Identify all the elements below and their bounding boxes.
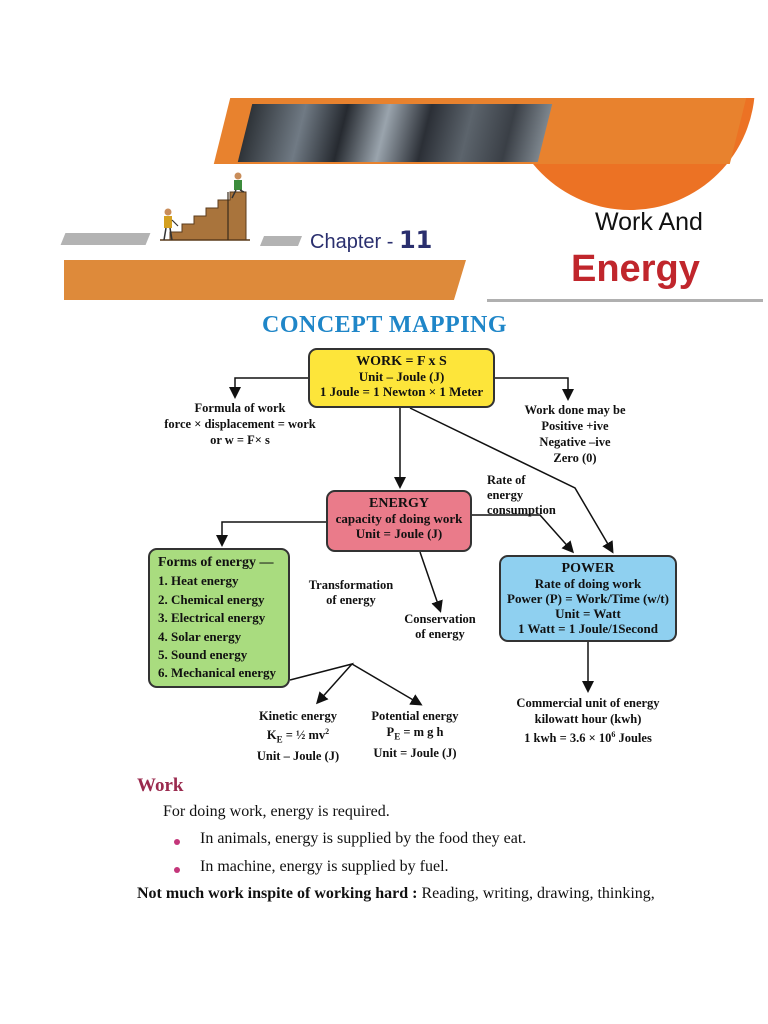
body-last-line-bold: Not much work inspite of working hard : — [137, 885, 418, 902]
power-box: POWER Rate of doing work Power (P) = Wor… — [499, 555, 677, 642]
potential-title: Potential energy — [371, 709, 459, 723]
arrow-energy-to-forms — [216, 521, 326, 547]
power-box-unit: Unit = Watt — [555, 606, 621, 621]
conservation-line2: of energy — [415, 627, 465, 641]
energy-box: ENERGY capacity of doing work Unit = Jou… — [326, 490, 472, 552]
chapter-title-line2: Energy — [571, 248, 700, 290]
rate-note-line2: energy — [487, 488, 524, 502]
bullet-item: In animals, energy is supplied by the fo… — [200, 830, 527, 847]
power-box-title: POWER — [561, 561, 615, 576]
work-box-title: WORK = F x S — [356, 354, 447, 369]
arrow-energy-to-power — [472, 514, 574, 554]
potential-unit: Unit = Joule (J) — [373, 745, 457, 760]
chapter-number: 11 — [398, 226, 433, 254]
work-done-line3: Negative –ive — [539, 435, 611, 449]
work-section-heading: Work — [137, 775, 184, 796]
commercial-formula: 1 kwh = 3.6 × 106 Joules — [498, 727, 678, 746]
transformation-line1: Transformation — [308, 578, 394, 592]
transformation-note: Transformation of energy — [296, 578, 406, 608]
arrow-work-to-formula — [229, 377, 308, 399]
potential-energy-note: Potential energy PE = m g h Unit = Joule… — [360, 708, 470, 761]
formula-of-work-note: Formula of work force × displacement = w… — [150, 400, 330, 448]
arrow-work-to-power — [409, 407, 614, 554]
arrow-mechanical-to-potential — [351, 663, 423, 706]
power-box-formula: Power (P) = Work/Time (w/t) — [507, 591, 669, 606]
energy-box-unit: Unit = Joule (J) — [355, 526, 443, 541]
forms-list-item: 3. Electrical energy — [158, 610, 266, 626]
body-paragraph: For doing work, energy is required. — [163, 803, 390, 820]
work-box: WORK = F x S Unit – Joule (J) 1 Joule = … — [308, 348, 495, 408]
energy-box-title: ENERGY — [369, 496, 429, 511]
forms-of-energy-box: Forms of energy — 1. Heat energy 2. Chem… — [148, 548, 290, 688]
body-last-line: Not much work inspite of working hard : … — [137, 885, 655, 903]
chapter-label-text: Chapter - — [310, 231, 399, 253]
work-done-line4: Zero (0) — [553, 451, 597, 465]
kinetic-formula-sub: E — [276, 734, 283, 745]
work-done-line2: Positive +ive — [541, 419, 609, 433]
kinetic-title: Kinetic energy — [258, 709, 338, 723]
power-box-definition: Rate of doing work — [534, 576, 642, 591]
commercial-line2: kilowatt hour (kwh) — [534, 712, 642, 726]
bullet-item: In machine, energy is supplied by fuel. — [200, 858, 449, 875]
body-last-line-rest: Reading, writing, drawing, thinking, — [417, 885, 655, 902]
work-done-line1: Work done may be — [524, 403, 626, 417]
bullet-dot-icon — [174, 867, 180, 873]
kinetic-formula-rhs: = ½ mv — [282, 728, 326, 743]
header-rule — [487, 299, 763, 302]
kinetic-formula: KE = ½ mv2 — [238, 724, 358, 748]
conservation-note: Conservation of energy — [390, 612, 490, 642]
banner-cover — [500, 40, 768, 98]
transformation-line2: of energy — [326, 593, 376, 607]
potential-formula-sub: E — [394, 731, 401, 742]
work-box-unit: Unit – Joule (J) — [358, 369, 445, 384]
potential-formula: PE = m g h — [360, 724, 470, 745]
commercial-formula-sup: 6 — [611, 730, 616, 739]
work-done-note: Work done may be Positive +ive Negative … — [510, 402, 640, 466]
forms-box-title: Forms of energy — — [158, 555, 274, 570]
chapter-title-line1: Work And — [595, 208, 703, 236]
forms-list-item: 4. Solar energy — [158, 628, 242, 644]
forms-list-item: 5. Sound energy — [158, 647, 248, 663]
power-box-watt-definition: 1 Watt = 1 Joule/1Second — [517, 621, 659, 636]
person-climbing-stairs-icon — [160, 172, 250, 241]
bullet-dot-icon — [174, 839, 180, 845]
potential-formula-rhs: = m g h — [400, 725, 444, 739]
rate-note-line3: consumption — [487, 503, 556, 517]
formula-note-line3: or w = F× s — [210, 433, 270, 447]
rate-of-energy-note: Rate of energy consumption — [487, 473, 577, 518]
kinetic-formula-sup: 2 — [325, 727, 330, 736]
work-box-joule-definition: 1 Joule = 1 Newton × 1 Meter — [319, 384, 484, 399]
commercial-formula-lhs: 1 kwh = 3.6 × 10 — [524, 731, 612, 746]
kinetic-formula-lhs: K — [266, 728, 277, 743]
energy-box-definition: capacity of doing work — [335, 511, 463, 526]
commercial-formula-rhs: Joules — [615, 731, 652, 746]
potential-formula-lhs: P — [386, 725, 395, 739]
chapter-label: Chapter - 11 — [310, 226, 432, 254]
arrow-energy-to-conservation — [419, 551, 443, 613]
commercial-line1: Commercial unit of energy — [516, 696, 660, 710]
lines-forms-to-kinetic-potential — [289, 662, 355, 705]
kinetic-energy-note: Kinetic energy KE = ½ mv2 Unit – Joule (… — [238, 708, 358, 764]
forms-list-item: 1. Heat energy — [158, 573, 239, 589]
arrow-work-to-work-done — [495, 377, 574, 401]
rate-note-line1: Rate of — [487, 473, 526, 487]
forms-list-item: 2. Chemical energy — [158, 591, 265, 607]
commercial-unit-note: Commercial unit of energy kilowatt hour … — [498, 695, 678, 746]
concept-mapping-heading: CONCEPT MAPPING — [262, 312, 508, 338]
conservation-line1: Conservation — [404, 612, 476, 626]
kinetic-unit: Unit – Joule (J) — [256, 748, 340, 763]
banner-orange-band — [64, 260, 466, 300]
forms-list-item: 6. Mechanical energy — [158, 665, 277, 681]
formula-note-line2: force × displacement = work — [164, 417, 316, 431]
formula-note-line1: Formula of work — [194, 401, 286, 415]
